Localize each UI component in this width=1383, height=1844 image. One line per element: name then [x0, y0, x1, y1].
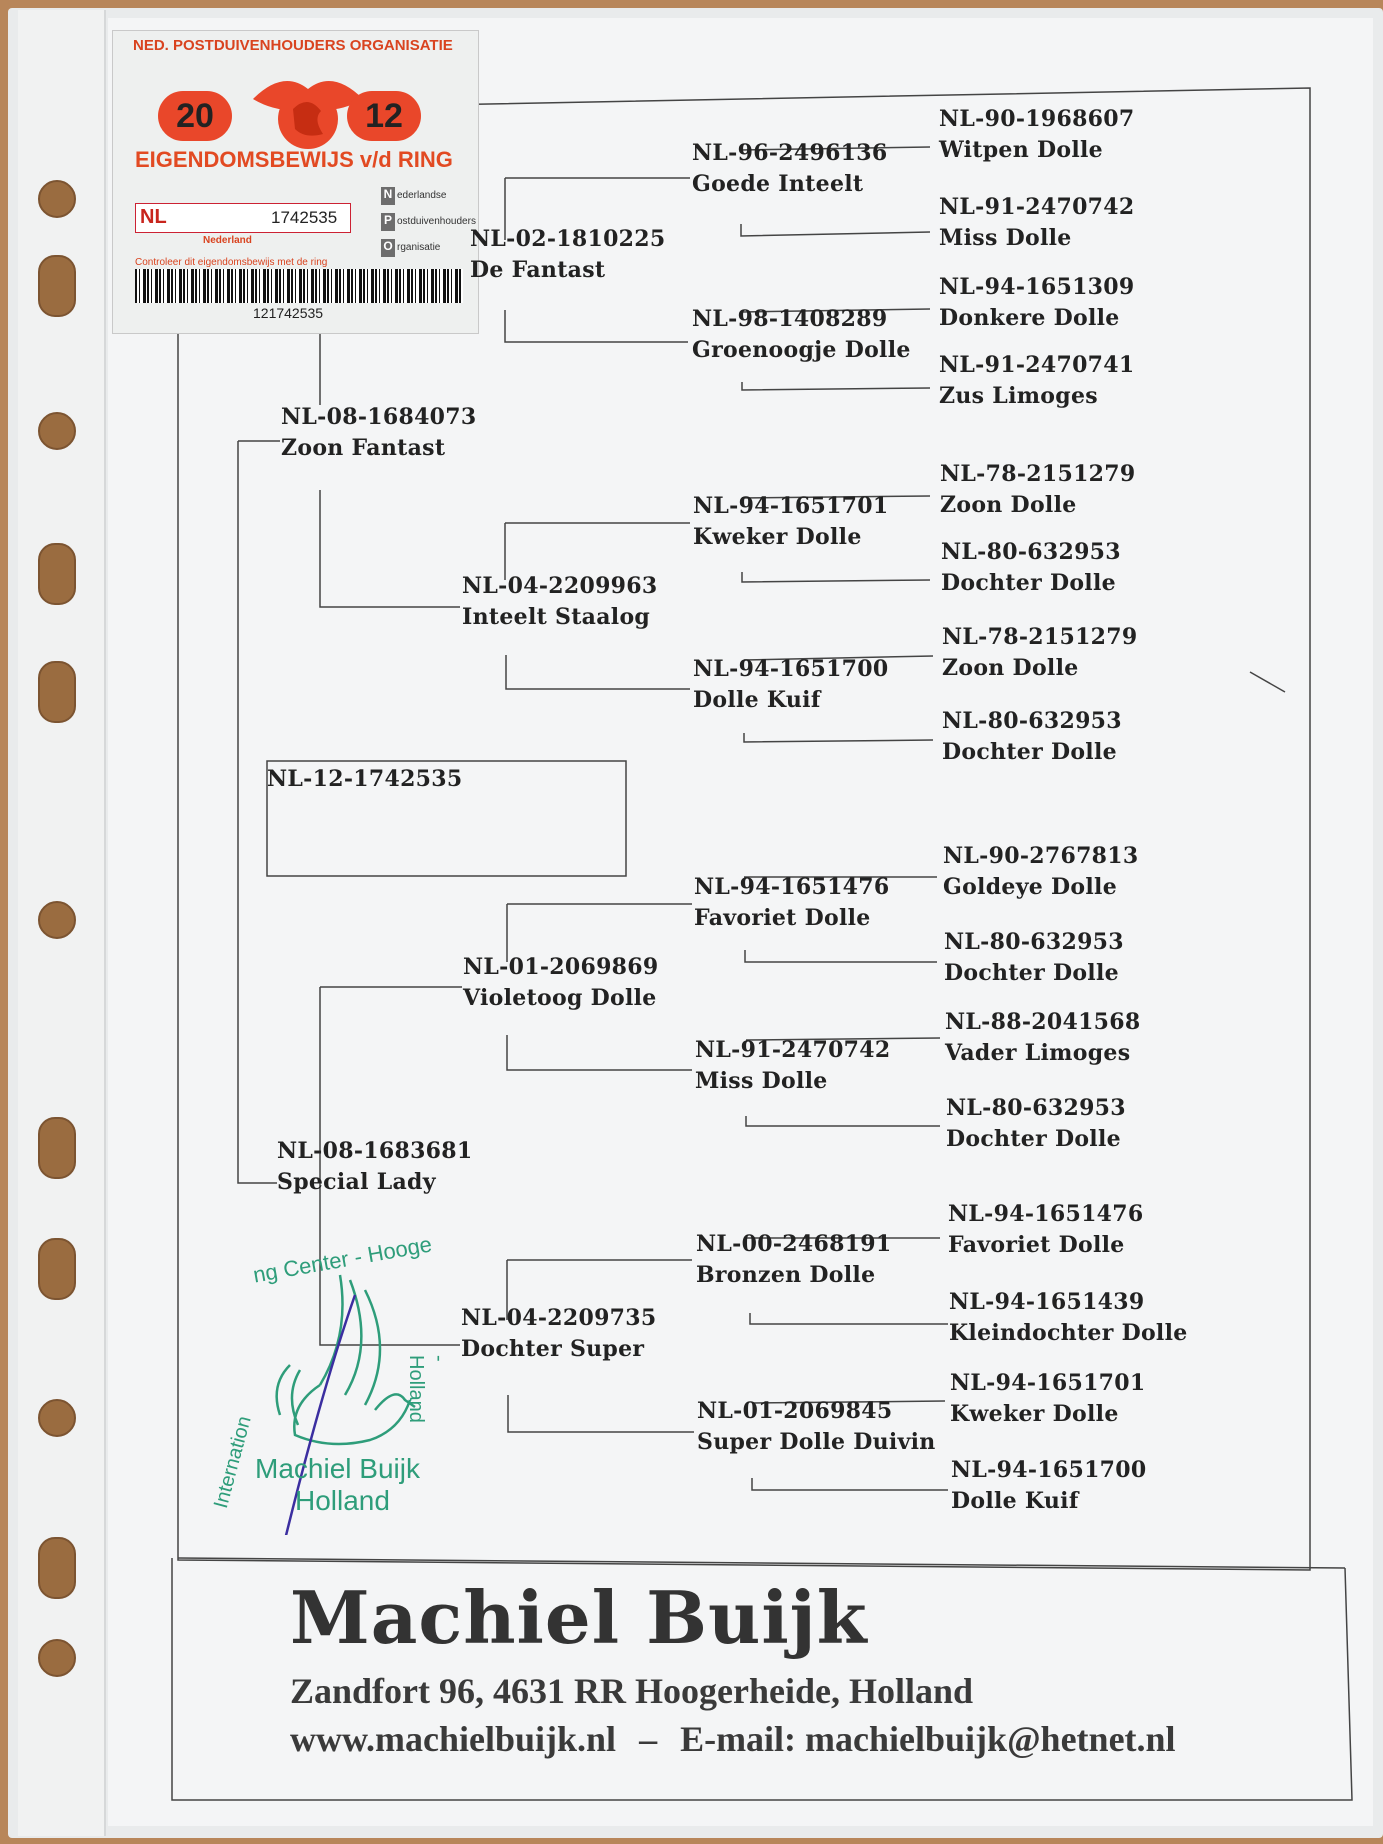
breeder-name: Machiel Buijk: [290, 1575, 868, 1660]
check-instruction: Controleer dit eigendomsbewijs met de ri…: [135, 257, 328, 268]
lion-emblem-icon: [253, 81, 363, 149]
stamp-name: Machiel Buijk: [255, 1453, 420, 1484]
punch-hole: [38, 543, 76, 605]
punch-hole: [38, 661, 76, 723]
subject-ring: NL-12-1742535: [267, 766, 463, 792]
punch-hole: [38, 901, 76, 939]
year-left-badge: 20: [158, 91, 232, 141]
punch-hole: [38, 1117, 76, 1179]
country-label: Nederland: [203, 235, 252, 246]
punch-hole: [38, 255, 76, 317]
ring-ownership-certificate: NED. POSTDUIVENHOUDERS ORGANISATIE 20 12…: [112, 30, 479, 334]
ring-number: 1742535: [271, 208, 338, 227]
breeder-contact: www.machielbuijk.nl – E-mail: machielbui…: [290, 1718, 1176, 1760]
barcode-number: 121742535: [253, 305, 324, 321]
punch-hole: [38, 1639, 76, 1677]
punch-hole: [38, 1238, 76, 1300]
organisation-name: NED. POSTDUIVENHOUDERS ORGANISATIE: [133, 37, 453, 54]
stamp-right-text: - Holland: [405, 1355, 450, 1423]
breeder-website[interactable]: www.machielbuijk.nl: [290, 1719, 617, 1759]
certificate-title: EIGENDOMSBEWIJS v/d RING: [135, 147, 453, 172]
breeder-stamp: ng Center - Hooge - Holland Internation …: [200, 1231, 500, 1535]
ring-number-field: NL 1742535: [135, 203, 351, 233]
year-right-badge: 12: [347, 91, 421, 141]
breeder-address: Zandfort 96, 4631 RR Hoogerheide, Hollan…: [290, 1671, 974, 1711]
punch-hole: [38, 1537, 76, 1599]
stamp-country: Holland: [295, 1485, 390, 1516]
country-code: NL: [140, 206, 167, 228]
punch-hole: [38, 412, 76, 450]
breeder-email[interactable]: E-mail: machielbuijk@hetnet.nl: [680, 1719, 1176, 1759]
contact-separator: –: [639, 1719, 658, 1759]
eagle-icon: [275, 1274, 416, 1535]
punch-hole: [38, 180, 76, 218]
barcode: [135, 269, 463, 303]
punch-hole: [38, 1399, 76, 1437]
